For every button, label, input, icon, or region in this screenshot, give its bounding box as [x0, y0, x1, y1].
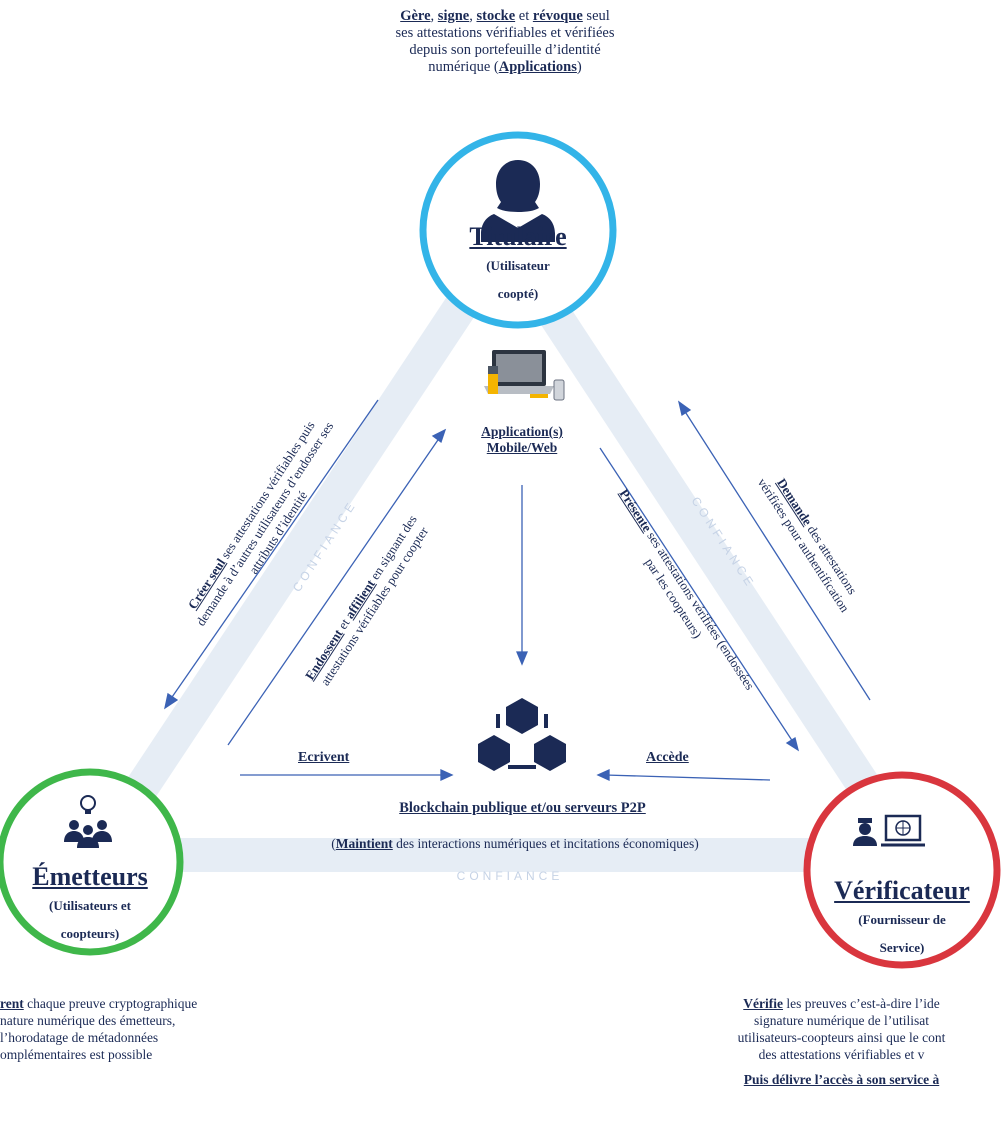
bl-line4: omplémentaires est possible [0, 1047, 153, 1062]
applications-link[interactable]: Applications [498, 59, 577, 75]
holder-description: Gère, signe, stocke et révoque seul ses … [300, 8, 710, 76]
arrow-create [169, 399, 379, 701]
holder-desc-line4: numérique ( [428, 59, 499, 75]
br-line3: utilisateurs-coopteurs ainsi que le cont [737, 1030, 946, 1045]
paren: ( [331, 836, 336, 851]
verifier-sub2: Service) [879, 940, 925, 955]
trust-label-bottom: CONFIANCE [457, 869, 564, 883]
holder-node[interactable]: Titulaire (Utilisateur coopté) [438, 222, 598, 308]
conj: et [518, 8, 530, 24]
verifier-title: Vérificateur [834, 876, 970, 905]
globe-screen-icon [881, 814, 925, 847]
blockchain-title: Blockchain publique et/ou serveurs P2P [399, 800, 646, 816]
issuers-description: rent chaque preuve cryptographique natur… [0, 995, 330, 1063]
maintain-rest: des interactions numériques et incitatio… [392, 836, 699, 851]
issuer-ring [0, 768, 184, 956]
access-label: Accède [646, 750, 689, 765]
holder-desc-line2: ses attestations vérifiables et vérifiée… [395, 25, 615, 41]
holder-desc-line3: depuis son portefeuille d’identité [409, 42, 601, 58]
blockchain-maintain: (Maintient des interactions numériques e… [230, 836, 800, 852]
verifier-ring [803, 771, 1001, 969]
issuers-node[interactable]: Émetteurs (Utilisateurs et coopteurs) [15, 862, 165, 948]
person-icon [481, 160, 555, 242]
word-alone: seul [586, 8, 610, 24]
arrow-present [599, 447, 794, 743]
br-line2: signature numérique de l’utilisat [753, 1013, 930, 1028]
team-lightbulb-icon [64, 795, 112, 848]
verifier-description: Vérifie les preuves c’est-à-dire l’ide s… [680, 995, 1003, 1088]
issuers-verb: rent [0, 996, 24, 1011]
br-line4: des attestations vérifiables et v [758, 1047, 925, 1062]
issuers-title: Émetteurs [32, 862, 148, 891]
app-line2: Mobile/Web [486, 440, 558, 455]
app-line1: Application(s) [481, 424, 563, 439]
br-line1: les preuves c’est-à-dire l’ide [783, 996, 940, 1011]
bl-line2: nature numérique des émetteurs, [0, 1013, 176, 1028]
issuers-sub1: (Utilisateurs et [49, 898, 131, 913]
sep: , [430, 8, 435, 24]
verb-revoke: révoque [532, 8, 583, 24]
blockchain-cubes-icon [478, 698, 566, 771]
verb-sign: signe [437, 8, 470, 24]
app-label: Application(s) Mobile/Web [442, 424, 602, 456]
verb-store: stocke [476, 8, 516, 24]
bl-line1: chaque preuve cryptographique [23, 996, 198, 1011]
holder-sub1: (Utilisateur [486, 258, 550, 273]
arrow-access [604, 774, 771, 781]
verifier-sub1: (Fournisseur de [858, 912, 946, 927]
laptop-phone-icon [484, 350, 565, 401]
holder-sub2: coopté) [497, 286, 539, 301]
br-line5: Puis délivre l’accès à son service à [743, 1072, 940, 1087]
verify-link[interactable]: Vérifie [743, 996, 784, 1011]
maintain-link[interactable]: Maintient [335, 836, 393, 851]
trust-triangle [125, 290, 895, 872]
arrow-request [683, 409, 871, 701]
issuers-sub2: coopteurs) [60, 926, 120, 941]
write-label: Ecrivent [298, 750, 350, 765]
officer-icon [853, 818, 877, 846]
verb-manage: Gère [400, 8, 431, 24]
paren: ) [576, 59, 582, 75]
sep: , [469, 8, 473, 24]
arrow-endorse [227, 436, 441, 746]
holder-title: Titulaire [469, 222, 567, 251]
verifier-node[interactable]: Vérificateur (Fournisseur de Service) [822, 876, 982, 962]
bl-line3: l’horodatage de métadonnées [0, 1030, 159, 1045]
